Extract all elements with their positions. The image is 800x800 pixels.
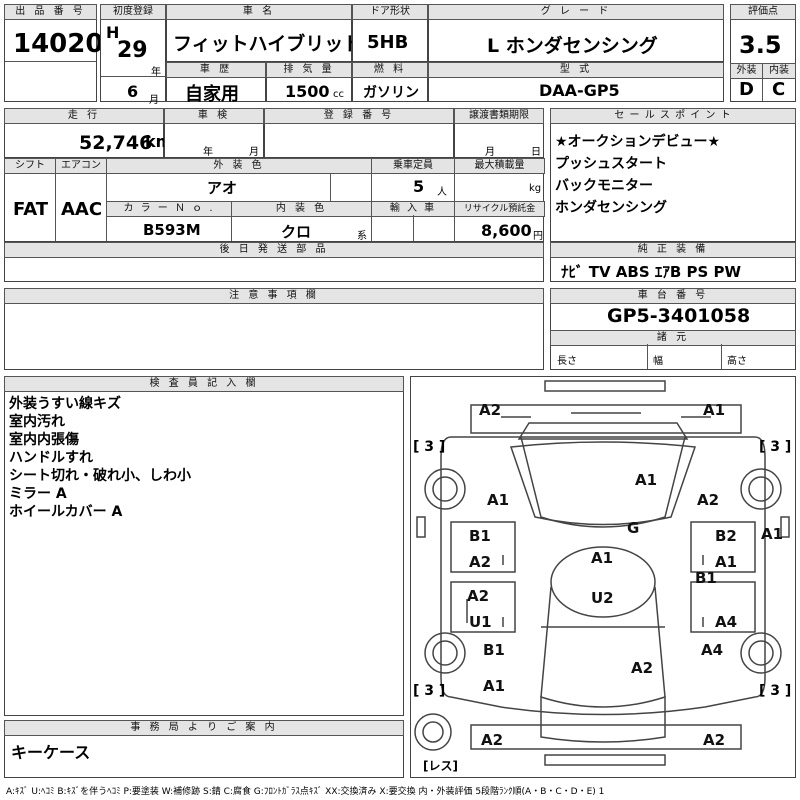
sales-point-item: プッシュスタート: [555, 156, 667, 172]
lot-box: 出 品 番 号 14020: [4, 4, 103, 102]
displacement-box: 排 気 量 1500 cc: [266, 62, 352, 102]
fuel-box: 燃 料 ガソリン: [352, 62, 428, 102]
inspector-line: 室内内張傷: [9, 432, 79, 448]
damage-mark: A1: [487, 491, 510, 509]
inspector-line: ホイールカバー A: [9, 504, 123, 520]
damage-mark: A4: [715, 613, 738, 631]
color-no-value: B593M: [143, 221, 201, 239]
tire-code-rr: [ 3 ]: [759, 683, 792, 699]
int-score: C: [772, 79, 786, 100]
damage-mark: A1: [715, 553, 738, 571]
lot-number: 14020: [13, 29, 104, 59]
chassis-number: GP5-3401058: [607, 305, 751, 327]
door-type: 5HB: [367, 32, 409, 53]
damage-mark: A1: [483, 677, 506, 695]
damage-mark: A1: [761, 525, 784, 543]
tire-code-fr: [ 3 ]: [759, 439, 792, 455]
office-box: 事 務 局 よ り ご 案 内 キーケース: [4, 720, 404, 778]
lot-label: 出 品 番 号: [4, 4, 97, 20]
first-reg-label: 初度登録: [100, 4, 166, 20]
damage-mark: A2: [697, 491, 720, 509]
damage-mark: U1: [469, 613, 492, 631]
office-value: キーケース: [11, 743, 91, 762]
inspector-line: 外装うすい線キズ: [9, 396, 121, 412]
sales-point-item: ホンダセンシング: [555, 200, 667, 216]
grade-value: L ホンダセンシング: [487, 35, 658, 57]
damage-mark: B1: [695, 569, 717, 587]
damage-mark: A2: [631, 659, 654, 677]
damage-mark: A1: [635, 471, 658, 489]
model-value: DAA-GP5: [539, 81, 620, 100]
transfer-box: 譲渡書類期限 月 日: [454, 108, 544, 158]
score-box: 評価点 3.5 外装 内装 D C: [730, 4, 796, 102]
ext-score: D: [739, 79, 754, 100]
history-value: 自家用: [185, 84, 239, 105]
tire-code-fl: [ 3 ]: [413, 439, 446, 455]
damage-mark: U2: [591, 589, 614, 607]
score-value: 3.5: [739, 31, 782, 59]
later-parts-box: 後 日 発 送 部 品: [4, 242, 544, 282]
inspector-line: ミラー A: [9, 486, 67, 502]
car-diagram: [ 3 ] [ 3 ] [ 3 ] [ 3 ] [レス] A2 A1 A1 A1…: [410, 376, 796, 778]
tire-code-rl: [ 3 ]: [413, 683, 446, 699]
sales-point-item: ★オークションデビュー★: [555, 134, 721, 150]
damage-mark: A1: [703, 401, 726, 419]
legend: A:ｷｽﾞ U:ﾍｺﾐ B:ｷｽﾞを伴うﾍｺﾐ P:要塗装 W:補修跡 S:錆 …: [6, 787, 605, 797]
sales-point-item: バックモニター: [555, 178, 653, 194]
door-box: ドア形状 5HB: [352, 4, 428, 62]
equipment-value: ﾅﾋﾞ TV ABS ｴｱB PS PW: [561, 263, 742, 281]
mileage-value: 52,746: [79, 132, 153, 154]
spare-tire-code: [レス]: [423, 759, 458, 773]
ext-color-value: アオ: [207, 179, 238, 197]
damage-mark: A1: [591, 549, 614, 567]
chassis-box: 車 台 番 号 GP5-3401058 諸 元 長さ 幅 高さ: [550, 288, 796, 370]
registration-box: 登 録 番 号: [264, 108, 454, 158]
notes-box: 注 意 事 項 欄: [4, 288, 544, 370]
aircon-value: AAC: [61, 199, 103, 220]
damage-mark: A2: [479, 401, 502, 419]
damage-mark: B1: [483, 641, 505, 659]
damage-mark: A4: [701, 641, 724, 659]
displacement-value: 1500: [285, 82, 330, 101]
damage-mark: A2: [467, 587, 490, 605]
shift-value: FAT: [13, 199, 49, 220]
damage-mark: B1: [469, 527, 491, 545]
inspector-box: 検 査 員 記 入 欄 外装うすい線キズ 室内汚れ 室内内張傷 ハンドルすれ シ…: [4, 376, 404, 716]
car-name: フィットハイブリッド: [173, 33, 363, 55]
reg-month: 6: [127, 82, 139, 101]
grade-box: グ レ ー ド L ホンダセンシング: [428, 4, 724, 62]
car-name-box: 車 名 フィットハイブリッド: [166, 4, 362, 62]
damage-mark: A2: [469, 553, 492, 571]
inspector-line: 室内汚れ: [9, 414, 65, 430]
damage-mark: A2: [481, 731, 504, 749]
damage-mark: A2: [703, 731, 726, 749]
reg-year: 29: [117, 38, 148, 63]
damage-mark: G: [627, 519, 640, 537]
mileage-box: 走 行 52,746 km: [4, 108, 172, 158]
car-outline: [414, 380, 790, 766]
damage-mark: B2: [715, 527, 737, 545]
model-box: 型 式 DAA-GP5: [428, 62, 724, 102]
inspection-box: 車 検 年 月: [164, 108, 264, 158]
spec-grid: シフト エアコン 外 装 色 乗車定員 最大積載量 FAT AAC アオ 5 人…: [4, 158, 545, 242]
fuel-value: ガソリン: [363, 85, 419, 101]
sales-points-box: セ ー ル ス ポ イ ン ト ★オークションデビュー★ プッシュスタート バッ…: [550, 108, 796, 242]
recycle-value: 8,600: [481, 221, 532, 240]
inspector-line: ハンドルすれ: [9, 450, 93, 466]
first-reg-box: 初度登録 H 29 年 6 月: [100, 4, 166, 106]
inspector-line: シート切れ・破れ小、しわ小: [9, 468, 191, 484]
int-color-value: クロ: [281, 223, 312, 241]
capacity-value: 5: [413, 177, 425, 196]
history-box: 車 歴 自家用: [166, 62, 266, 105]
era: H: [106, 23, 120, 42]
equipment-box: 純 正 装 備 ﾅﾋﾞ TV ABS ｴｱB PS PW: [550, 242, 796, 282]
